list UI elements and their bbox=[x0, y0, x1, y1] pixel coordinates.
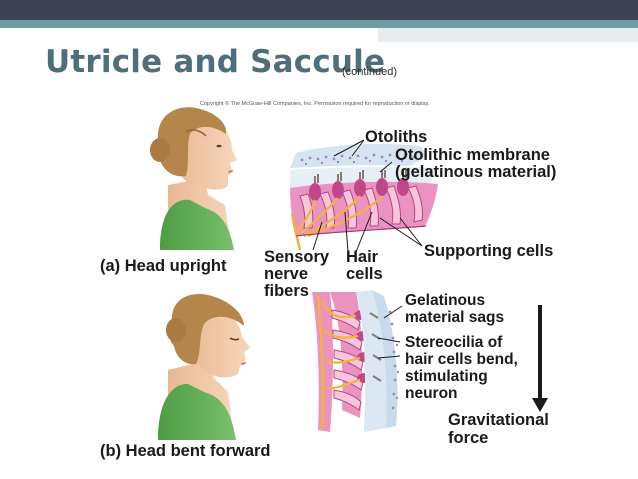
head-upright-illustration bbox=[150, 107, 237, 250]
stereocilia-label-3: stimulating bbox=[405, 368, 488, 385]
otolithic-membrane-label: Otolithic membrane bbox=[395, 146, 550, 164]
stereocilia-label-1: Stereocilia of bbox=[405, 334, 503, 351]
head-upright-caption: (a) Head upright bbox=[100, 257, 227, 275]
head-bent-forward-illustration bbox=[158, 294, 250, 440]
macula-upright-diagram bbox=[290, 144, 438, 251]
sensory-nerve-fibers-label-2: nerve bbox=[264, 265, 309, 283]
top-light-bar bbox=[378, 28, 638, 42]
top-bar bbox=[0, 0, 638, 20]
supporting-cells-label: Supporting cells bbox=[424, 242, 554, 260]
copyright-notice: Copyright © The McGraw-Hill Companies, I… bbox=[200, 101, 430, 107]
gelatinous-sags-label-2: material sags bbox=[405, 309, 505, 326]
gravitational-force-label-2: force bbox=[448, 429, 489, 447]
sensory-nerve-fibers-label-3: fibers bbox=[264, 282, 309, 300]
gravitational-force-label-1: Gravitational bbox=[448, 411, 549, 429]
gelatinous-sags-label-1: Gelatinous bbox=[405, 292, 486, 309]
leader-lines bbox=[312, 139, 423, 359]
hair-cells-label-2: cells bbox=[346, 265, 383, 283]
otoliths-label: Otoliths bbox=[365, 128, 428, 146]
stereocilia-label-4: neuron bbox=[405, 385, 458, 402]
slide-subtitle: (continued) bbox=[342, 66, 398, 78]
top-accent-bar bbox=[0, 20, 638, 28]
sensory-nerve-fibers-label-1: Sensory bbox=[264, 248, 330, 266]
head-bent-caption: (b) Head bent forward bbox=[100, 442, 271, 460]
stereocilia-label-2: hair cells bend, bbox=[405, 351, 518, 368]
gravitational-force-arrow bbox=[532, 305, 548, 412]
slide-title: Utricle and Saccule bbox=[45, 44, 386, 80]
macula-bent-diagram bbox=[312, 290, 400, 432]
hair-cells-label-1: Hair bbox=[346, 248, 379, 266]
gelatinous-material-label: (gelatinous material) bbox=[395, 163, 557, 181]
